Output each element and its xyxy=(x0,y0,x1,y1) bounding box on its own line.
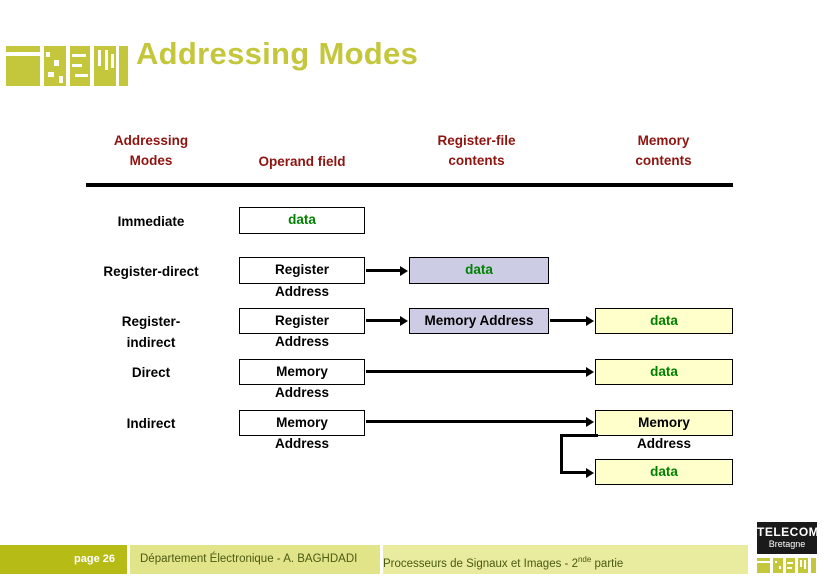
page-title: Addressing Modes xyxy=(136,36,419,71)
row-label-text: Register-direct xyxy=(103,264,199,279)
arrow-head-icon xyxy=(586,467,594,478)
operand-overflow-register-direct: Address xyxy=(274,284,330,299)
header-line-2: contents xyxy=(448,153,505,168)
operand-value: Register xyxy=(274,262,330,277)
row-label-direct: Direct xyxy=(66,362,236,383)
row-label-text: Register- xyxy=(121,314,181,329)
header-line-1: Addressing xyxy=(113,133,189,148)
row-label-indirect: Indirect xyxy=(66,413,236,434)
footer-course-ordinal: nde xyxy=(577,555,592,564)
memory-value: data xyxy=(650,313,678,328)
memory-box-indirect-address: Memory xyxy=(595,410,733,436)
column-header-register-file-contents: Register-file contents xyxy=(394,131,559,171)
logo-telecom-text: TELECOM xyxy=(757,525,820,539)
header-line-1: Memory xyxy=(637,133,690,148)
decorative-logo-glyphs-icon xyxy=(6,44,128,86)
operand-value: Memory xyxy=(276,415,328,430)
arrow-register-indirect-to-regfile xyxy=(366,319,402,322)
memory-box-direct: data xyxy=(595,359,733,385)
row-label-immediate: Immediate xyxy=(66,211,236,232)
memory-value: data xyxy=(650,364,678,379)
memory-box-indirect-data: data xyxy=(595,459,733,485)
row-label-text: Direct xyxy=(131,365,171,380)
regfile-value: data xyxy=(465,262,493,277)
arrow-head-icon xyxy=(400,315,408,326)
arrow-direct-to-memory xyxy=(366,370,588,373)
connector-vertical xyxy=(560,434,563,474)
arrow-indirect-to-memory-address xyxy=(366,420,588,423)
operand-value: Register xyxy=(274,313,330,328)
memory-overflow-indirect: Address xyxy=(636,436,692,451)
column-header-memory-contents: Memory contents xyxy=(581,131,746,171)
operand-overflow-indirect: Address xyxy=(274,436,330,451)
regfile-value: Memory Address xyxy=(424,313,534,328)
telecom-bretagne-logo: TELECOM Bretagne xyxy=(757,522,820,574)
operand-value: Memory xyxy=(276,364,328,379)
footer-course-text: Processeurs de Signaux et Images - 2 xyxy=(383,557,578,570)
operand-box-register-indirect: Register xyxy=(239,308,365,334)
row-label-register-indirect: Register- indirect xyxy=(66,311,236,353)
operand-box-immediate: data xyxy=(239,207,365,234)
footer-course: Processeurs de Signaux et Images - 2nde … xyxy=(383,545,748,574)
memory-value: data xyxy=(650,464,678,479)
arrow-register-direct-to-regfile xyxy=(366,269,402,272)
connector-horizontal-bottom xyxy=(560,471,588,474)
connector-horizontal-top xyxy=(560,434,598,437)
logo-bretagne-text: Bretagne xyxy=(768,539,806,549)
header-line-1: Operand field xyxy=(258,154,346,169)
footer-course-tail: partie xyxy=(591,557,624,570)
column-header-operand-field: Operand field xyxy=(217,152,387,172)
header-line-2: Modes xyxy=(129,153,173,168)
regfile-box-register-indirect: Memory Address xyxy=(409,308,549,334)
operand-box-register-direct: Register xyxy=(239,257,365,284)
memory-box-register-indirect: data xyxy=(595,308,733,334)
row-label-text: Immediate xyxy=(117,214,185,229)
arrow-head-icon xyxy=(586,416,594,427)
regfile-box-register-direct: data xyxy=(409,257,549,284)
header-divider-rule xyxy=(86,183,733,187)
operand-value: data xyxy=(288,212,316,227)
arrow-head-icon xyxy=(400,265,408,276)
memory-value: Memory xyxy=(638,415,690,430)
arrow-regfile-to-memory-register-indirect xyxy=(550,319,588,322)
footer-bar: page 26 Département Électronique - A. BA… xyxy=(0,545,825,574)
header-line-1: Register-file xyxy=(437,133,516,148)
logo-decorative-glyphs-icon xyxy=(757,557,817,573)
row-label-text: Indirect xyxy=(126,416,176,431)
slide-title-bar: Addressing Modes xyxy=(0,36,825,92)
header-line-2: contents xyxy=(635,153,692,168)
arrow-head-icon xyxy=(586,366,594,377)
row-label-register-direct: Register-direct xyxy=(66,261,236,282)
column-header-addressing-modes: Addressing Modes xyxy=(66,131,236,171)
row-label-text-2: indirect xyxy=(126,335,176,350)
operand-box-indirect: Memory xyxy=(239,410,365,436)
operand-box-direct: Memory xyxy=(239,359,365,385)
arrow-head-icon xyxy=(586,315,594,326)
logo-box: TELECOM Bretagne xyxy=(757,522,820,554)
footer-department: Département Électronique - A. BAGHDADI xyxy=(130,545,380,574)
operand-overflow-direct: Address xyxy=(274,385,330,400)
operand-overflow-register-indirect: Address xyxy=(274,334,330,349)
page-number: page 26 xyxy=(0,545,127,574)
